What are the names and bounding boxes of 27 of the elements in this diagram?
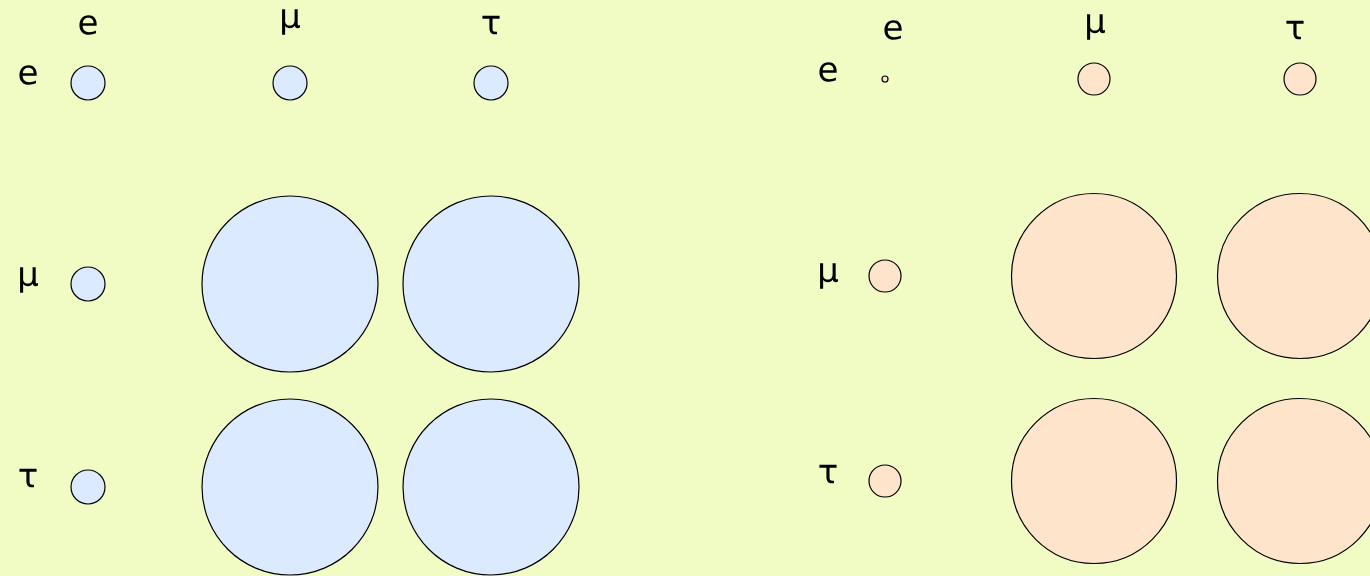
circle bbox=[1216, 397, 1370, 565]
axis-label: μ bbox=[820, 263, 838, 289]
circle bbox=[402, 195, 580, 373]
circle bbox=[1077, 62, 1111, 96]
axis-label: τ bbox=[19, 468, 37, 488]
circle bbox=[868, 464, 902, 498]
circle bbox=[272, 65, 308, 101]
circle bbox=[70, 469, 106, 505]
axis-label: τ bbox=[819, 464, 837, 484]
circle bbox=[70, 266, 106, 302]
axis-label: e bbox=[19, 65, 37, 85]
circle bbox=[868, 259, 902, 293]
axis-label: e bbox=[884, 20, 902, 40]
circle bbox=[201, 398, 379, 576]
circle bbox=[473, 65, 509, 101]
circle bbox=[1010, 397, 1178, 565]
circle bbox=[402, 398, 580, 576]
axis-label: μ bbox=[282, 9, 300, 35]
circle bbox=[1216, 192, 1370, 360]
axis-label: μ bbox=[20, 267, 38, 293]
axis-label: e bbox=[79, 15, 97, 35]
axis-label: e bbox=[819, 62, 837, 82]
circle bbox=[70, 65, 106, 101]
axis-label: τ bbox=[482, 15, 500, 35]
circle bbox=[1283, 62, 1317, 96]
circle bbox=[201, 195, 379, 373]
circle bbox=[1010, 192, 1178, 360]
